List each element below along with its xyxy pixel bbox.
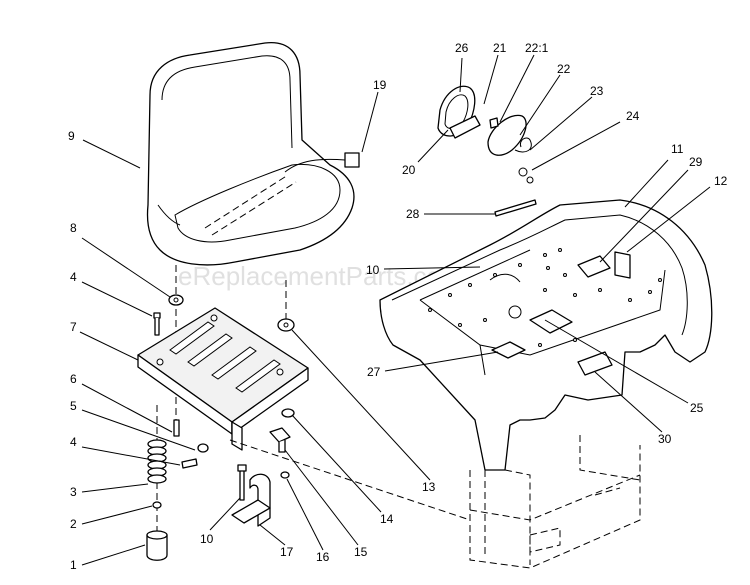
pan-holes: [428, 248, 662, 347]
callout-3: 3: [70, 485, 77, 499]
callout-25: 25: [690, 401, 704, 415]
callout-20: 20: [402, 163, 416, 177]
callout-17: 17: [280, 545, 294, 559]
frame: [469, 435, 641, 569]
fender-pan: [379, 199, 713, 471]
reflector-assembly: [437, 85, 534, 184]
callout-8: 8: [70, 221, 77, 235]
callouts: 26 21 22:1 22 23 24 19 9 20 11 29 12 28 …: [68, 41, 728, 572]
tube-28: [494, 199, 537, 217]
callout-26: 26: [455, 41, 469, 55]
seat: [146, 42, 360, 266]
callout-15: 15: [354, 545, 368, 559]
bracket-17: [231, 464, 290, 527]
callout-30: 30: [658, 432, 672, 446]
callout-13: 13: [422, 480, 436, 494]
callout-22: 22: [557, 62, 571, 76]
callout-27: 27: [367, 365, 381, 379]
callout-6: 6: [70, 372, 77, 386]
knob-15: [269, 427, 291, 453]
callout-22-1: 22:1: [525, 41, 549, 55]
callout-11: 11: [671, 142, 684, 156]
callout-24: 24: [626, 109, 640, 123]
callout-12: 12: [714, 174, 728, 188]
callout-23: 23: [590, 84, 604, 98]
callout-10-lower: 10: [200, 532, 214, 546]
callout-4-upper: 4: [70, 270, 77, 284]
callout-21: 21: [493, 41, 507, 55]
seat-plate: [137, 307, 309, 451]
callout-29: 29: [689, 155, 703, 169]
callout-1: 1: [70, 558, 77, 572]
callout-16: 16: [316, 550, 330, 564]
bolt-4-upper: [153, 312, 161, 336]
callout-14: 14: [380, 512, 394, 526]
callout-19: 19: [373, 78, 387, 92]
callout-2: 2: [70, 517, 77, 531]
callout-7: 7: [70, 320, 77, 334]
callout-4-lower: 4: [70, 435, 77, 449]
callout-28: 28: [406, 207, 420, 221]
callout-10-upper: 10: [366, 263, 380, 277]
leader-lines: [79, 54, 711, 566]
spring-assembly: [146, 405, 168, 561]
callout-5: 5: [70, 399, 77, 413]
callout-9: 9: [68, 129, 75, 143]
